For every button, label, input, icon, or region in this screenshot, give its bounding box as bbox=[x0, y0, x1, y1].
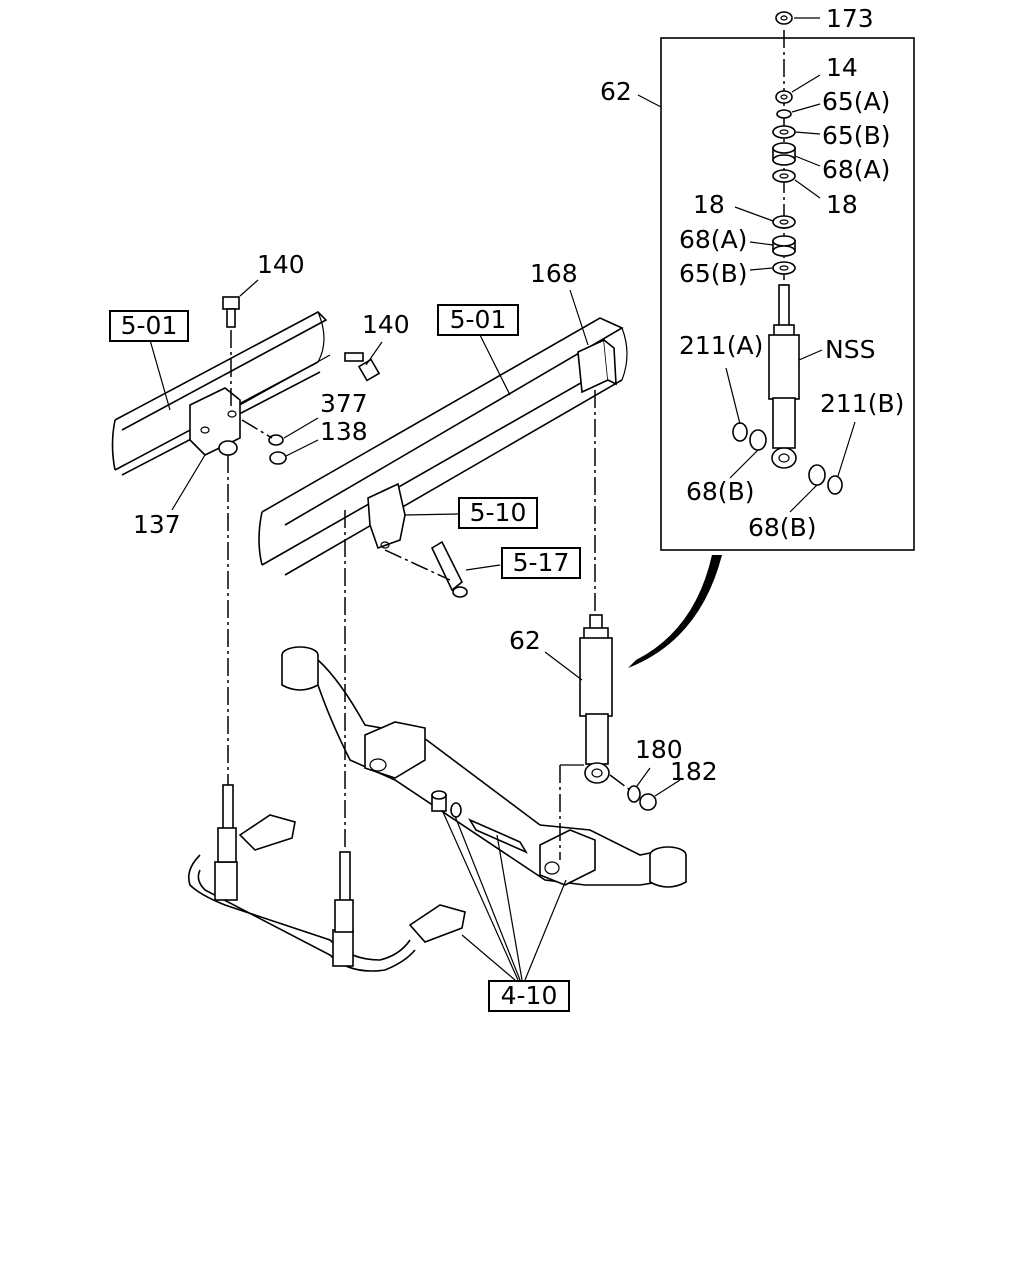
nut-14-icon bbox=[775, 90, 793, 104]
nut-182-icon bbox=[639, 793, 657, 811]
detail-pointer-arc bbox=[628, 555, 722, 668]
link-5-17-icon bbox=[430, 540, 468, 598]
label-65b-lower: 65(B) bbox=[679, 259, 747, 288]
bushing-68b-left-icon bbox=[749, 429, 767, 451]
label-68a-lower: 68(A) bbox=[679, 225, 747, 254]
label-173: 173 bbox=[826, 4, 874, 33]
ref-label-5-17: 5-17 bbox=[513, 548, 570, 577]
bracket-5-10-icon bbox=[367, 482, 406, 550]
axle-bolt-icon bbox=[468, 818, 528, 854]
washer-65b-lower-icon bbox=[772, 261, 796, 275]
ref-box-5-17[interactable]: 5-17 bbox=[501, 547, 581, 579]
washer-211b-icon bbox=[827, 475, 843, 495]
label-138: 138 bbox=[320, 417, 368, 446]
label-140-top: 140 bbox=[257, 250, 305, 279]
frame-rail-center bbox=[258, 317, 628, 576]
label-65b-upper: 65(B) bbox=[822, 121, 890, 150]
washer-377-icon bbox=[268, 434, 284, 446]
label-211a: 211(A) bbox=[679, 331, 763, 360]
nut-138-icon bbox=[269, 451, 287, 465]
ref-label-5-10: 5-10 bbox=[470, 498, 527, 527]
label-nss: NSS bbox=[825, 335, 875, 364]
axle-beam-icon bbox=[281, 646, 687, 888]
label-180: 180 bbox=[635, 735, 683, 764]
retainer-18-icon bbox=[772, 169, 796, 183]
detail-panel bbox=[637, 11, 915, 551]
bushing-68a-lower-icon bbox=[772, 235, 796, 257]
label-140-right: 140 bbox=[362, 310, 410, 339]
shock-absorber-62-icon bbox=[579, 614, 613, 784]
label-137: 137 bbox=[133, 510, 181, 539]
label-168: 168 bbox=[530, 259, 578, 288]
label-65a: 65(A) bbox=[822, 87, 890, 116]
label-18-left: 18 bbox=[693, 190, 725, 219]
bushing-68a-icon bbox=[772, 142, 796, 166]
label-62-detail: 62 bbox=[600, 77, 632, 106]
ref-label-4-10: 4-10 bbox=[501, 981, 558, 1010]
label-68a-upper: 68(A) bbox=[822, 155, 890, 184]
bushing-68b-right-icon bbox=[808, 464, 826, 486]
label-182: 182 bbox=[670, 757, 718, 786]
ref-box-5-01-center[interactable]: 5-01 bbox=[437, 304, 519, 336]
ref-box-4-10[interactable]: 4-10 bbox=[488, 980, 570, 1012]
label-68b-right: 68(B) bbox=[748, 513, 816, 542]
axle-bushing-icon bbox=[431, 790, 462, 818]
label-211b: 211(B) bbox=[820, 389, 904, 418]
label-68b-left: 68(B) bbox=[686, 477, 754, 506]
bolt-140-right-icon bbox=[344, 352, 381, 382]
shock-absorber-detail-icon bbox=[768, 284, 800, 469]
ref-box-5-10[interactable]: 5-10 bbox=[458, 497, 538, 529]
bolt-140-top-icon bbox=[222, 296, 240, 328]
washer-65a-icon bbox=[776, 109, 792, 119]
label-18-right: 18 bbox=[826, 190, 858, 219]
stabilizer-link-right-icon bbox=[334, 851, 466, 943]
label-14: 14 bbox=[826, 53, 858, 82]
washer-211a-icon bbox=[732, 422, 748, 442]
bracket-137-icon bbox=[189, 387, 241, 456]
bracket-168-icon bbox=[577, 338, 617, 394]
label-377: 377 bbox=[320, 389, 368, 418]
stabilizer-link-left-icon bbox=[217, 784, 296, 863]
stabilizer-bar-icon bbox=[187, 854, 416, 972]
washer-180-icon bbox=[627, 785, 641, 803]
ref-box-5-01-left[interactable]: 5-01 bbox=[109, 310, 189, 342]
label-62-main: 62 bbox=[509, 626, 541, 655]
ref-label-5-01-left: 5-01 bbox=[121, 311, 178, 340]
retainer-18-lower-icon bbox=[772, 215, 796, 229]
ref-label-5-01-center: 5-01 bbox=[450, 305, 507, 334]
nut-173-icon bbox=[775, 11, 793, 25]
washer-65b-icon bbox=[772, 125, 796, 139]
